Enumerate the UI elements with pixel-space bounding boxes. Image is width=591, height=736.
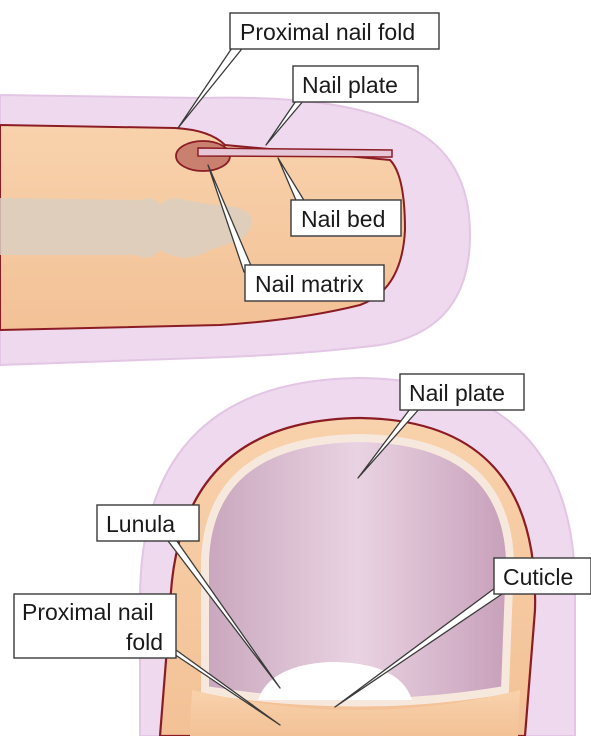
text-bottom-proximal-nail-fold-line1: Proximal nail — [22, 599, 154, 625]
text-nail-bed: Nail bed — [301, 206, 385, 232]
nail-plate-side — [198, 148, 392, 157]
fingertip-top-view — [140, 378, 575, 736]
finger-bone-proximal — [0, 198, 160, 258]
text-lunula: Lunula — [106, 511, 175, 537]
text-cuticle: Cuticle — [503, 564, 573, 590]
text-top-proximal-nail-fold: Proximal nail fold — [240, 19, 415, 45]
text-nail-matrix: Nail matrix — [255, 271, 364, 297]
text-bottom-nail-plate: Nail plate — [409, 380, 505, 406]
text-bottom-proximal-nail-fold-line2: fold — [126, 629, 163, 655]
text-top-nail-plate: Nail plate — [302, 72, 398, 98]
